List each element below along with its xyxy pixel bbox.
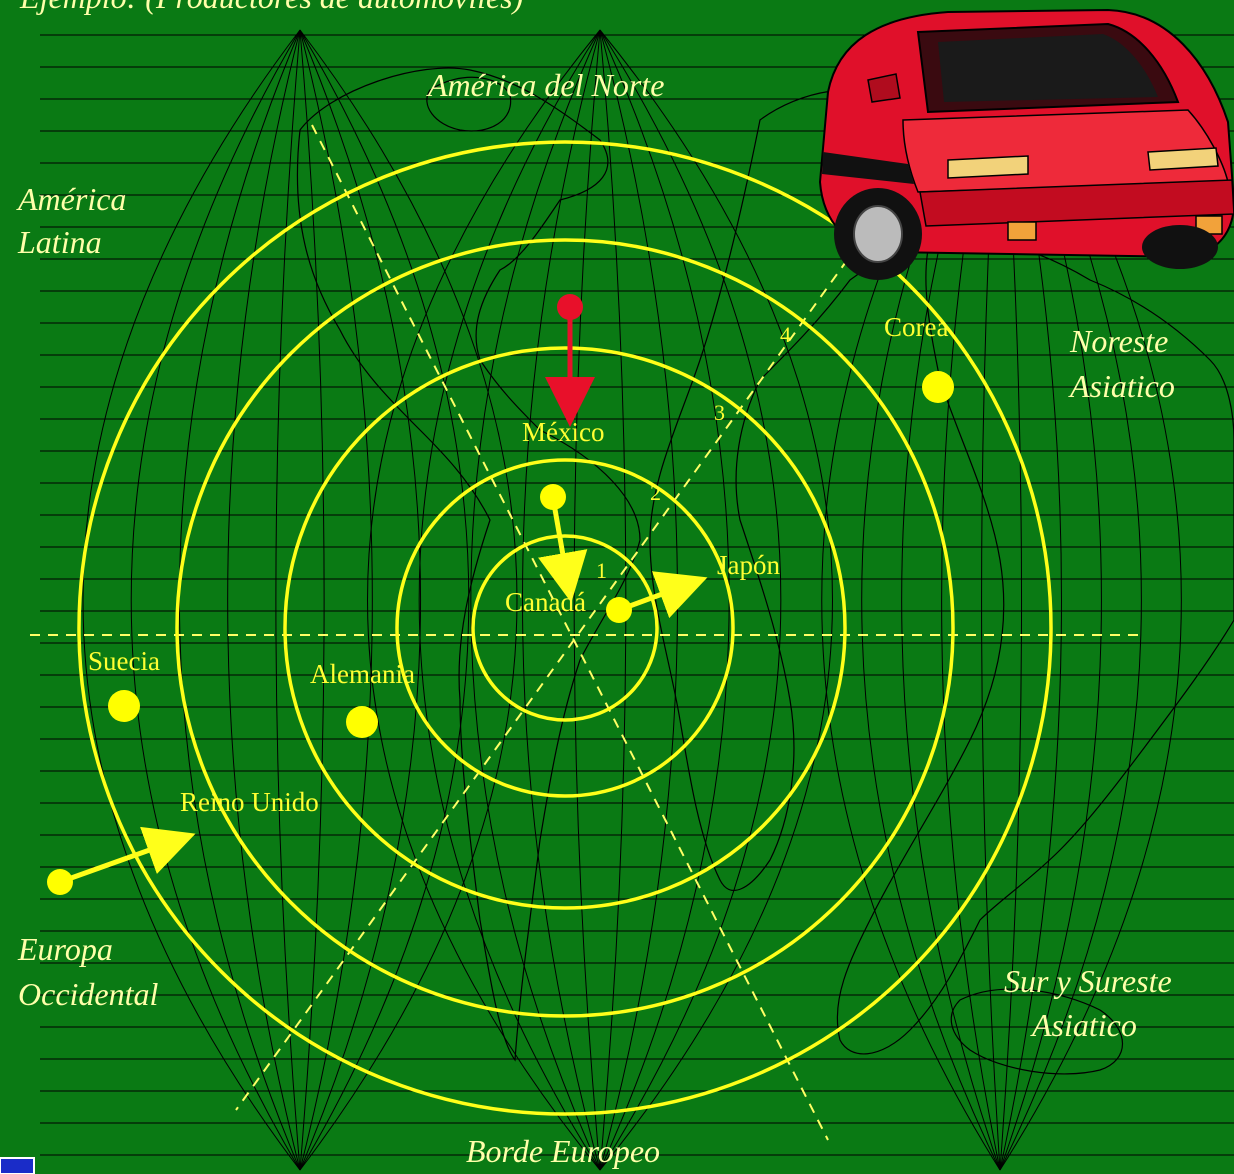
ring-2: [395, 458, 735, 798]
region-south-southeast-asia-line1: Sur y Sureste: [1004, 963, 1172, 999]
ring-1: [471, 534, 659, 722]
ring-4: [175, 238, 955, 1018]
ring-3: [283, 346, 847, 910]
graticule-meridian: [130, 29, 301, 1171]
region-north-america: América del Norte: [426, 67, 664, 103]
graticule-meridian: [299, 29, 470, 1171]
diagonal-axis-nw-se: [311, 124, 829, 1141]
corner-box: [0, 1157, 35, 1174]
country-sweden: Suecia: [88, 646, 160, 722]
arrow-icon: [59, 826, 196, 885]
americas-outline: [296, 67, 641, 1062]
region-western-europe-line1: Europa: [17, 931, 113, 967]
location-dot-icon: [108, 690, 140, 722]
graticule-meridian: [599, 29, 782, 1171]
page-title: Ejemplo: (Productores de automóviles): [19, 0, 523, 15]
country-label-japan: Japón: [717, 550, 780, 580]
region-south-southeast-asia-line2: Asiatico: [1030, 1007, 1137, 1043]
country-label-sweden: Suecia: [88, 646, 160, 676]
ring-number-3: 3: [714, 400, 725, 425]
ring-5: [77, 140, 1053, 1116]
location-dot-icon: [557, 294, 583, 320]
country-uk: Reino Unido: [47, 787, 319, 895]
greenland-outline: [426, 76, 512, 132]
distance-rings: [77, 140, 1053, 1116]
graticule-meridian: [418, 29, 601, 1171]
country-germany: Alemania: [310, 659, 415, 738]
graticule-meridian: [82, 29, 301, 1171]
graticule-meridian: [299, 29, 421, 1171]
region-northeast-asia-line1: Noreste: [1069, 323, 1168, 359]
ring-number-4: 4: [780, 322, 791, 347]
ring-number-1: 1: [596, 558, 607, 583]
red-sports-car-icon: [818, 8, 1234, 280]
graticule-meridian: [470, 29, 601, 1171]
location-dot-icon: [47, 869, 73, 895]
graticule-meridian: [275, 29, 301, 1171]
graticule-meridian: [367, 29, 601, 1171]
location-dot-icon: [540, 484, 566, 510]
region-latin-america-line2: Latina: [17, 224, 102, 260]
country-label-uk: Reino Unido: [180, 787, 319, 817]
location-dot-icon: [922, 371, 954, 403]
asia-outline: [836, 236, 1234, 1055]
axes: [30, 124, 1140, 1141]
country-japan: Japón: [606, 550, 780, 623]
region-northeast-asia-line2: Asiatico: [1068, 368, 1175, 404]
graticule-meridian: [522, 29, 601, 1171]
region-western-europe-line2: Occidental: [18, 976, 159, 1012]
country-canada: Canadá: [505, 484, 588, 617]
graticule-meridian: [299, 29, 518, 1171]
country-label-korea: Corea: [884, 312, 948, 342]
region-european-border: Borde Europeo: [466, 1133, 660, 1169]
australia-outline: [950, 988, 1124, 1075]
diagonal-axis-ne-sw: [235, 244, 859, 1111]
country-mexico: México: [522, 294, 604, 447]
location-dot-icon: [346, 706, 378, 738]
ring-number-2: 2: [650, 480, 661, 505]
country-label-germany: Alemania: [310, 659, 415, 689]
region-latin-america-line1: América: [16, 181, 126, 217]
graticule-meridian: [227, 29, 301, 1171]
graticule-meridian: [299, 29, 325, 1171]
graticule-meridian: [599, 29, 833, 1171]
country-label-canada: Canadá: [505, 587, 586, 617]
location-dot-icon: [606, 597, 632, 623]
arrow-icon: [538, 497, 588, 603]
country-label-mexico: México: [522, 417, 604, 447]
country-korea: Corea: [884, 312, 954, 403]
